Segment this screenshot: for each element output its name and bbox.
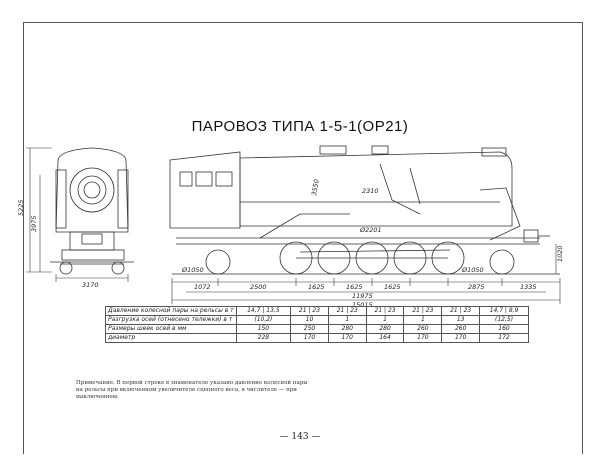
page-number: — 143 — — [279, 432, 321, 442]
front-view — [50, 147, 134, 275]
overall-length: 15015 — [352, 301, 373, 309]
table-row: диаметр 228 170 170 164 170 170 172 — [105, 333, 529, 343]
side-dimensions — [171, 244, 561, 304]
boiler-dim-2: Ø2201 — [359, 226, 382, 234]
table-row: Разгрузка осей (отнесено тележки) в т (1… — [105, 315, 529, 325]
span-3: 1625 — [308, 283, 325, 291]
right-height-label: 1020 — [556, 245, 564, 262]
side-view — [169, 145, 560, 275]
front-dimensions — [26, 147, 129, 282]
boiler-dim-1: 2310 — [362, 187, 379, 195]
table-row: Размеры шеек осей в мм 150 250 280 280 2… — [105, 324, 529, 334]
front-width-label: 3170 — [82, 281, 99, 289]
span-6: 2875 — [468, 283, 485, 291]
table-row: Давление колесной пары на рельсы в т 14,… — [105, 306, 529, 316]
span-5: 1625 — [384, 283, 401, 291]
page-frame — [23, 22, 583, 454]
right-wheel-diam: Ø1050 — [461, 266, 484, 274]
boiler-dim-3: 3550 — [310, 179, 321, 197]
axle-load-table: Давление колесной пары на рельсы в т 14,… — [105, 306, 529, 343]
wheelbase-total: 11975 — [352, 292, 373, 300]
span-7: 1335 — [520, 283, 537, 291]
page-title: ПАРОВОЗ ТИПА 1-5-1(ОР21) — [191, 118, 409, 135]
span-1: 1072 — [194, 283, 211, 291]
span-2: 2500 — [250, 283, 267, 291]
front-mid-height-label: 3975 — [30, 215, 38, 232]
front-height-label: 5225 — [17, 199, 25, 216]
left-wheel-diam: Ø1050 — [181, 266, 204, 274]
footnote: Примечание. В первой строке в знаменател… — [76, 380, 308, 400]
span-4: 1625 — [346, 283, 363, 291]
